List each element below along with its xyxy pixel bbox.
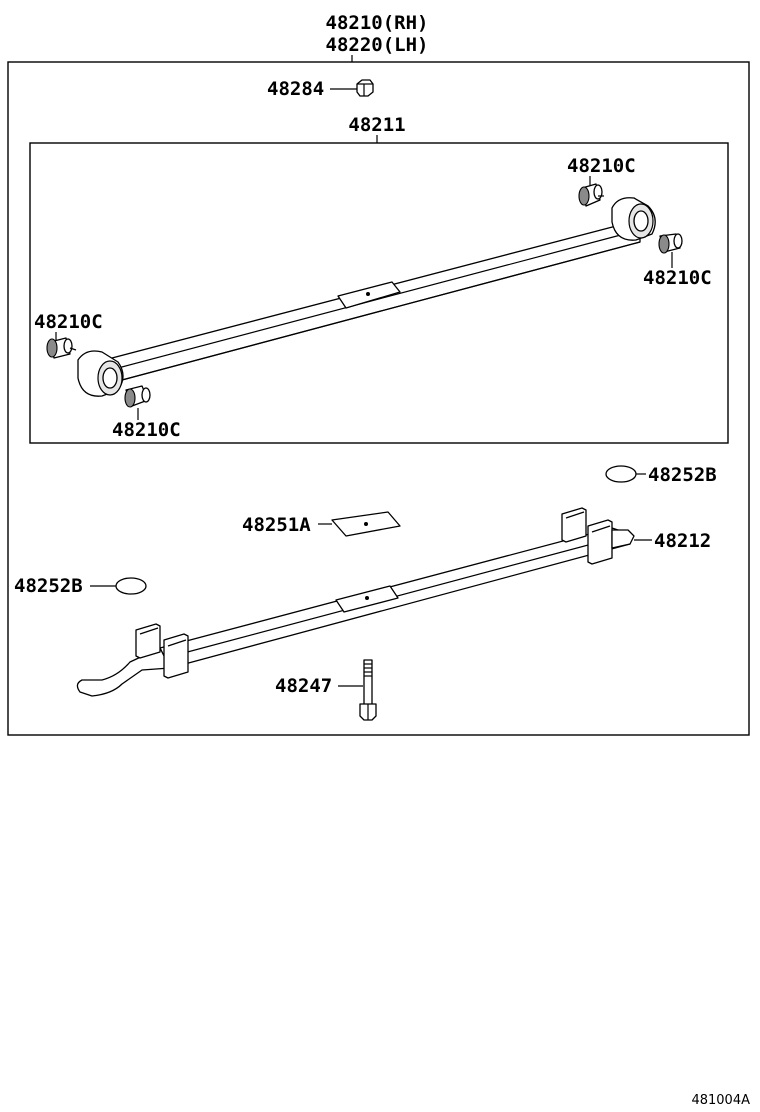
- nut-icon: [356, 79, 374, 97]
- assembly-frame: [7, 61, 750, 736]
- spring-leaf-no1-drawing: [77, 197, 656, 397]
- center-bolt-icon: [359, 659, 377, 721]
- silencer-label-left[interactable]: 48252B: [14, 575, 83, 597]
- nut-label[interactable]: 48284: [267, 78, 324, 100]
- silencer-icon-right: [605, 465, 637, 483]
- assembly-lh-label[interactable]: 48220(LH): [326, 34, 429, 56]
- bushing-icon-top-right: [578, 183, 604, 207]
- spring-leaf-frame: [29, 142, 729, 444]
- insert-label[interactable]: 48251A: [242, 514, 311, 536]
- center-bolt-label[interactable]: 48247: [275, 675, 332, 697]
- bushing-label-top-right[interactable]: 48210C: [567, 155, 636, 177]
- leaf-no2-drawing: [76, 507, 635, 697]
- bushing-label-right[interactable]: 48210C: [643, 267, 712, 289]
- spring-leaf-no1-label[interactable]: 48211: [348, 114, 405, 136]
- bushing-label-left[interactable]: 48210C: [34, 311, 103, 333]
- bushing-label-bottom[interactable]: 48210C: [112, 419, 181, 441]
- silencer-icon-left: [115, 577, 147, 595]
- assembly-rh-label[interactable]: 48210(RH): [326, 12, 429, 34]
- bushing-icon-right: [658, 233, 683, 254]
- bushing-icon-left: [46, 337, 77, 359]
- bushing-icon-bottom: [124, 385, 151, 408]
- insert-icon: [331, 511, 401, 537]
- leaf-no2-label[interactable]: 48212: [654, 530, 711, 552]
- silencer-label-right[interactable]: 48252B: [648, 464, 717, 486]
- diagram-id: 481004A: [691, 1093, 750, 1108]
